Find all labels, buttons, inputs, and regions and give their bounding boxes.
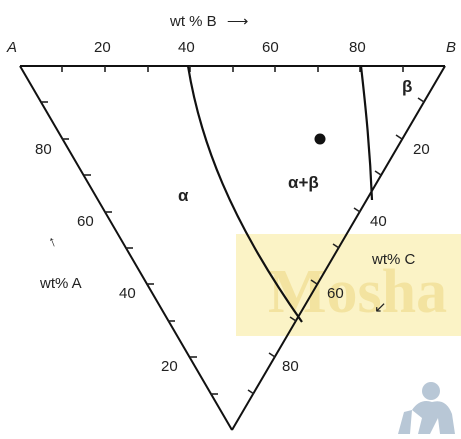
arrow-right-icon: ⟶ bbox=[227, 13, 249, 30]
corner-label-b: B bbox=[446, 39, 456, 56]
tick bbox=[417, 97, 425, 103]
b-tick-label-20: 20 bbox=[94, 39, 111, 56]
tick bbox=[395, 134, 403, 140]
c-axis: 20 40 60 80 wt% C ↙ bbox=[282, 141, 430, 375]
tick bbox=[247, 389, 255, 395]
region-label-beta: β bbox=[402, 77, 412, 96]
arrow-down-left-icon: ↙ bbox=[374, 299, 387, 316]
c-tick-label-60: 60 bbox=[327, 285, 344, 302]
watermark-logo-icon bbox=[398, 382, 455, 434]
a-axis-label: wt% A bbox=[39, 275, 82, 292]
b-axis: wt % B ⟶ 20 40 60 80 bbox=[94, 13, 366, 56]
corner-label-a: A bbox=[6, 39, 17, 56]
tick bbox=[268, 352, 276, 358]
c-tick-label-40: 40 bbox=[370, 213, 387, 230]
tick bbox=[374, 170, 382, 176]
tick bbox=[310, 279, 318, 285]
arrow-up-icon: ↑ bbox=[46, 233, 59, 252]
composition-point bbox=[314, 133, 326, 145]
a-axis: 80 60 40 20 ↑ wt% A bbox=[35, 141, 178, 375]
ticks-a-axis bbox=[41, 101, 218, 395]
ticks-c-axis bbox=[247, 97, 425, 395]
a-tick-label-60: 60 bbox=[77, 213, 94, 230]
b-tick-label-40: 40 bbox=[178, 39, 195, 56]
a-tick-label-80: 80 bbox=[35, 141, 52, 158]
b-axis-label: wt % B ⟶ bbox=[169, 13, 248, 30]
b-axis-label-text: wt % B bbox=[169, 13, 217, 30]
b-tick-label-60: 60 bbox=[262, 39, 279, 56]
watermark-background bbox=[236, 234, 461, 336]
region-label-alpha-beta: α+β bbox=[288, 173, 319, 192]
a-tick-label-40: 40 bbox=[119, 285, 136, 302]
tick bbox=[289, 316, 297, 322]
region-label-alpha: α bbox=[178, 186, 189, 205]
c-tick-label-20: 20 bbox=[413, 141, 430, 158]
c-axis-label: wt% C bbox=[371, 251, 416, 268]
c-tick-label-80: 80 bbox=[282, 358, 299, 375]
ticks-b-axis bbox=[61, 66, 404, 72]
tick bbox=[353, 207, 361, 213]
a-tick-label-20: 20 bbox=[161, 358, 178, 375]
phase-boundary-alpha bbox=[186, 65, 303, 323]
watermark: Mosha bbox=[236, 234, 461, 434]
watermark-text: Mosha bbox=[268, 258, 447, 326]
tick bbox=[332, 243, 340, 249]
b-tick-label-80: 80 bbox=[349, 39, 366, 56]
phase-boundary-beta bbox=[359, 65, 374, 201]
